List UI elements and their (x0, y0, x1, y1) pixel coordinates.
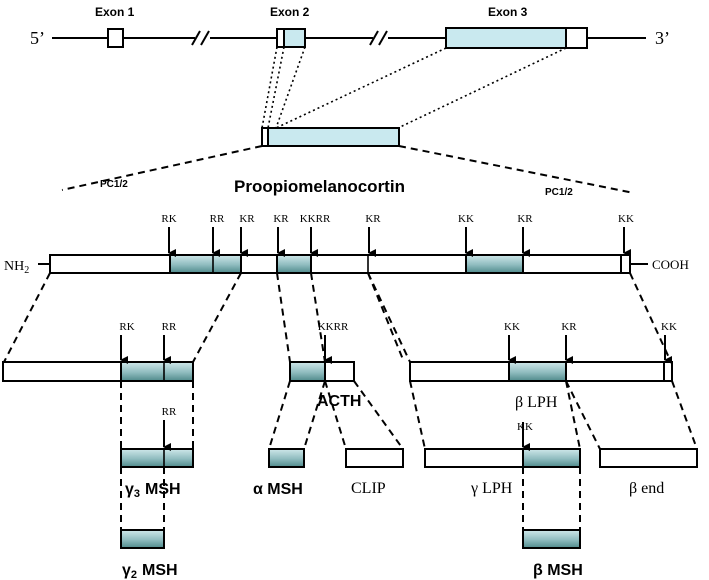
pomc-protein: Proopiomelanocortin PC1/2 PC1/2 NH2 COOH… (4, 145, 689, 276)
expand-line (629, 272, 672, 363)
gamma2-msh-label: γ2 MSH (122, 562, 178, 580)
site-label: KKRR (318, 321, 349, 333)
gamma3-msh-text: MSH (145, 481, 181, 498)
intron-break-1 (191, 30, 210, 46)
expand-line (565, 380, 601, 450)
site-label: RR (210, 213, 225, 225)
site-label: KR (365, 213, 381, 225)
second-cleavage-products: RR γ3 MSH α MSH CLIP KK γ LPH β end (120, 380, 698, 500)
gamma2-msh-box (120, 529, 165, 549)
expand-line (268, 380, 291, 450)
gamma-lph-msh-segment (522, 448, 581, 468)
expand-line (409, 380, 426, 450)
nh2-text: NH (4, 259, 24, 274)
gamma2-msh-text: MSH (142, 562, 178, 579)
site-label: RK (161, 213, 176, 225)
site-label: RR (162, 406, 177, 418)
gamma2-greek: γ (122, 562, 131, 579)
beta-end-label: β end (629, 480, 664, 497)
fan-left (61, 145, 263, 191)
gamma3-greek: γ (125, 481, 134, 498)
expand-line (3, 272, 51, 363)
expand-line (353, 380, 404, 450)
site-label: KK (458, 213, 474, 225)
site-label: RK (119, 321, 134, 333)
exon-2-label: Exon 2 (270, 5, 310, 19)
expand-line (192, 272, 242, 363)
expand-line (324, 380, 347, 450)
mrna-coding (267, 127, 400, 147)
site-label: RR (162, 321, 177, 333)
gene-structure: 5’ 3’ Exon 1 Exon 2 Exon 3 (30, 5, 670, 147)
acth-alpha-segment (289, 361, 326, 382)
expand-line (303, 380, 326, 450)
beta-lph-end-box (663, 361, 673, 382)
expand-line (671, 380, 698, 450)
beta-lph-msh-segment (508, 361, 567, 382)
nh2-label: NH2 (4, 259, 29, 276)
expand-line (565, 380, 581, 450)
mrna-map-line-2 (267, 46, 285, 129)
site-label: KK (661, 321, 677, 333)
alpha-msh-label: α MSH (253, 481, 303, 498)
expand-line (367, 272, 411, 363)
exon-3-label: Exon 3 (488, 5, 528, 19)
site-label: KK (517, 421, 533, 433)
mrna-map-line-1 (261, 46, 278, 129)
gamma3-subscript: 3 (134, 488, 140, 500)
pc-right-label: PC1/2 (545, 187, 573, 198)
mrna-map-line-4 (275, 47, 447, 129)
gamma3-msh-label: γ3 MSH (125, 481, 181, 500)
cooh-label: COOH (652, 257, 689, 272)
top-cleavage-sites: RK RR KR KR KKRR KR KK KR KK (161, 213, 634, 257)
five-prime-label: 5’ (30, 28, 45, 48)
gamma-lph-label: γ LPH (470, 480, 513, 497)
pomc-acth-segment (276, 254, 312, 274)
expand-line (276, 272, 291, 363)
clip-label: CLIP (351, 480, 386, 497)
beta-end-box (599, 448, 698, 468)
pc-left-label: PC1/2 (100, 179, 128, 190)
alpha-msh-box (268, 448, 305, 468)
mrna-map-line-5 (397, 47, 567, 129)
site-label: KR (239, 213, 255, 225)
exon-1-box (107, 28, 124, 48)
exon-1-label: Exon 1 (95, 5, 135, 19)
exon-2-coding (283, 28, 306, 48)
site-label: KR (517, 213, 533, 225)
n-terminal-gamma-segment (120, 361, 194, 382)
beta-msh-box (522, 529, 581, 549)
mrna-map-line-3 (275, 46, 306, 129)
site-label: KR (273, 213, 289, 225)
clip-box (345, 448, 404, 468)
beta-lph-label: β LPH (515, 394, 558, 411)
gamma2-subscript: 2 (131, 569, 137, 580)
pomc-beta-msh-segment (465, 254, 524, 274)
pomc-end-box (620, 254, 631, 274)
three-prime-label: 3’ (655, 28, 670, 48)
first-cleavage-products: RK RR KKRR ACTH KK KR KK β LPH (2, 272, 677, 411)
pomc-gamma-msh-segment (169, 254, 242, 274)
beta-msh-label: β MSH (533, 562, 583, 579)
site-label: KKRR (300, 213, 331, 225)
fan-right (398, 145, 635, 194)
site-label: KK (618, 213, 634, 225)
intron-break-2 (369, 30, 388, 46)
pomc-bar (49, 254, 627, 274)
site-label: KR (561, 321, 577, 333)
protein-title: Proopiomelanocortin (234, 177, 405, 196)
gamma3-msh-box (120, 448, 194, 468)
nh2-subscript: 2 (24, 265, 29, 276)
exon-3-coding (445, 27, 567, 49)
acth-label: ACTH (317, 393, 361, 410)
expand-line (310, 272, 326, 363)
site-label: KK (504, 321, 520, 333)
